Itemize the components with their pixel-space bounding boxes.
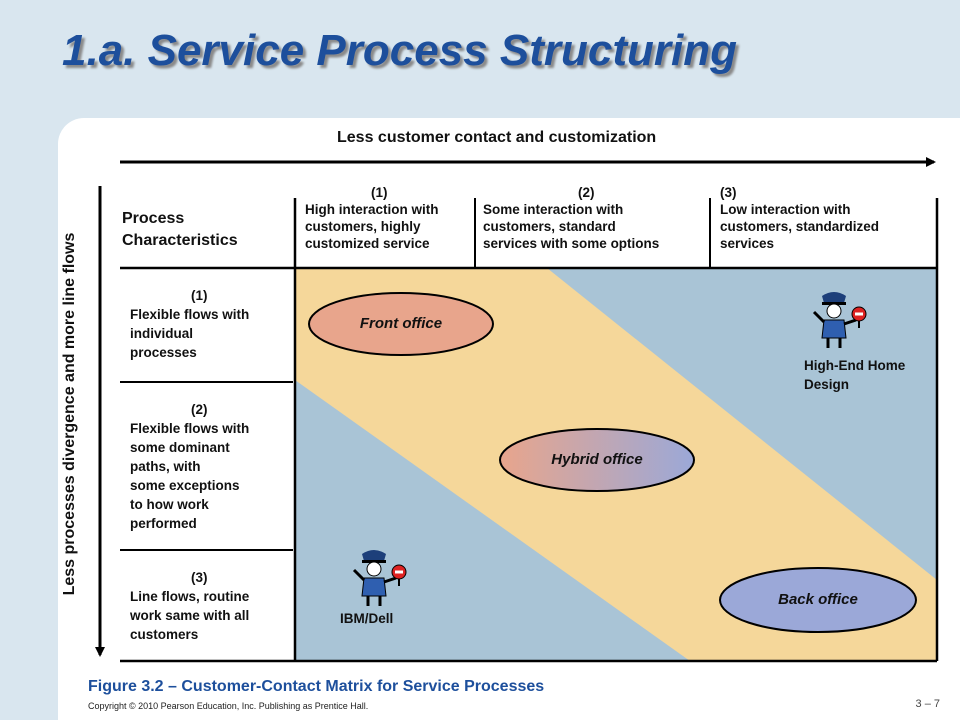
column-line: Some interaction with — [483, 202, 624, 217]
process-characteristics-label: Process Characteristics — [122, 208, 238, 252]
row-line: performed — [130, 516, 197, 531]
corner-label-line: Characteristics — [122, 232, 238, 249]
row-line: processes — [130, 345, 197, 360]
row-number: (1) — [191, 288, 208, 303]
corner-label-line: Process — [122, 210, 185, 227]
row-line: paths, with — [130, 459, 201, 474]
row-line: individual — [130, 326, 194, 341]
column-header-3: (3) Low interaction with customers, stan… — [720, 184, 879, 252]
row-line: work same with all — [130, 608, 250, 623]
row-line: some dominant — [130, 440, 230, 455]
example-high-end-home-design: High-End Home Design — [804, 356, 905, 394]
column-line: services with some options — [483, 236, 660, 251]
column-line: customers, standardized — [720, 219, 880, 234]
row-line: Flexible flows with — [130, 421, 250, 436]
column-line: Low interaction with — [720, 202, 851, 217]
hybrid-office-label: Hybrid office — [551, 451, 643, 468]
column-number: (1) — [371, 185, 388, 200]
row-number: (2) — [191, 402, 208, 417]
row-label-3: (3) Line flows, routine work same with a… — [130, 568, 249, 644]
officer-icon — [812, 292, 867, 348]
front-office-oval — [308, 292, 494, 356]
column-header-2: (2) Some interaction with customers, sta… — [483, 184, 659, 252]
slide-title: 1.a. Service Process Structuring — [62, 26, 737, 75]
column-line: customers, standard — [483, 219, 616, 234]
column-line: services — [720, 236, 775, 251]
back-office-label: Back office — [778, 591, 858, 608]
page-number: 3 – 7 — [915, 698, 940, 710]
row-line: some exceptions — [130, 478, 240, 493]
example-line: Design — [804, 377, 850, 392]
back-office-oval — [719, 567, 917, 633]
row-line: Flexible flows with — [130, 307, 250, 322]
row-label-2: (2) Flexible flows with some dominant pa… — [130, 400, 249, 533]
row-number: (3) — [191, 570, 208, 585]
left-axis-label: Less processes divergence and more line … — [61, 232, 78, 596]
column-line: High interaction with — [305, 202, 439, 217]
top-axis-label: Less customer contact and customization — [337, 129, 657, 146]
example-line: High-End Home — [804, 358, 906, 373]
hybrid-office-oval — [499, 428, 695, 492]
row-line: Line flows, routine — [130, 589, 250, 604]
background-left — [0, 0, 60, 720]
row-line: to how work — [130, 497, 209, 512]
column-header-1: (1) High interaction with customers, hig… — [305, 184, 439, 252]
column-line: customized service — [305, 236, 430, 251]
officer-icon — [352, 550, 407, 606]
front-office-label: Front office — [359, 315, 443, 332]
column-number: (2) — [578, 185, 595, 200]
column-line: customers, highly — [305, 219, 421, 234]
row-line: customers — [130, 627, 199, 642]
example-ibm-dell: IBM/Dell — [340, 611, 394, 626]
row-label-1: (1) Flexible flows with individual proce… — [130, 286, 249, 362]
column-number: (3) — [720, 185, 737, 200]
copyright-notice: Copyright © 2010 Pearson Education, Inc.… — [88, 701, 369, 711]
figure-caption: Figure 3.2 – Customer-Contact Matrix for… — [88, 678, 545, 695]
